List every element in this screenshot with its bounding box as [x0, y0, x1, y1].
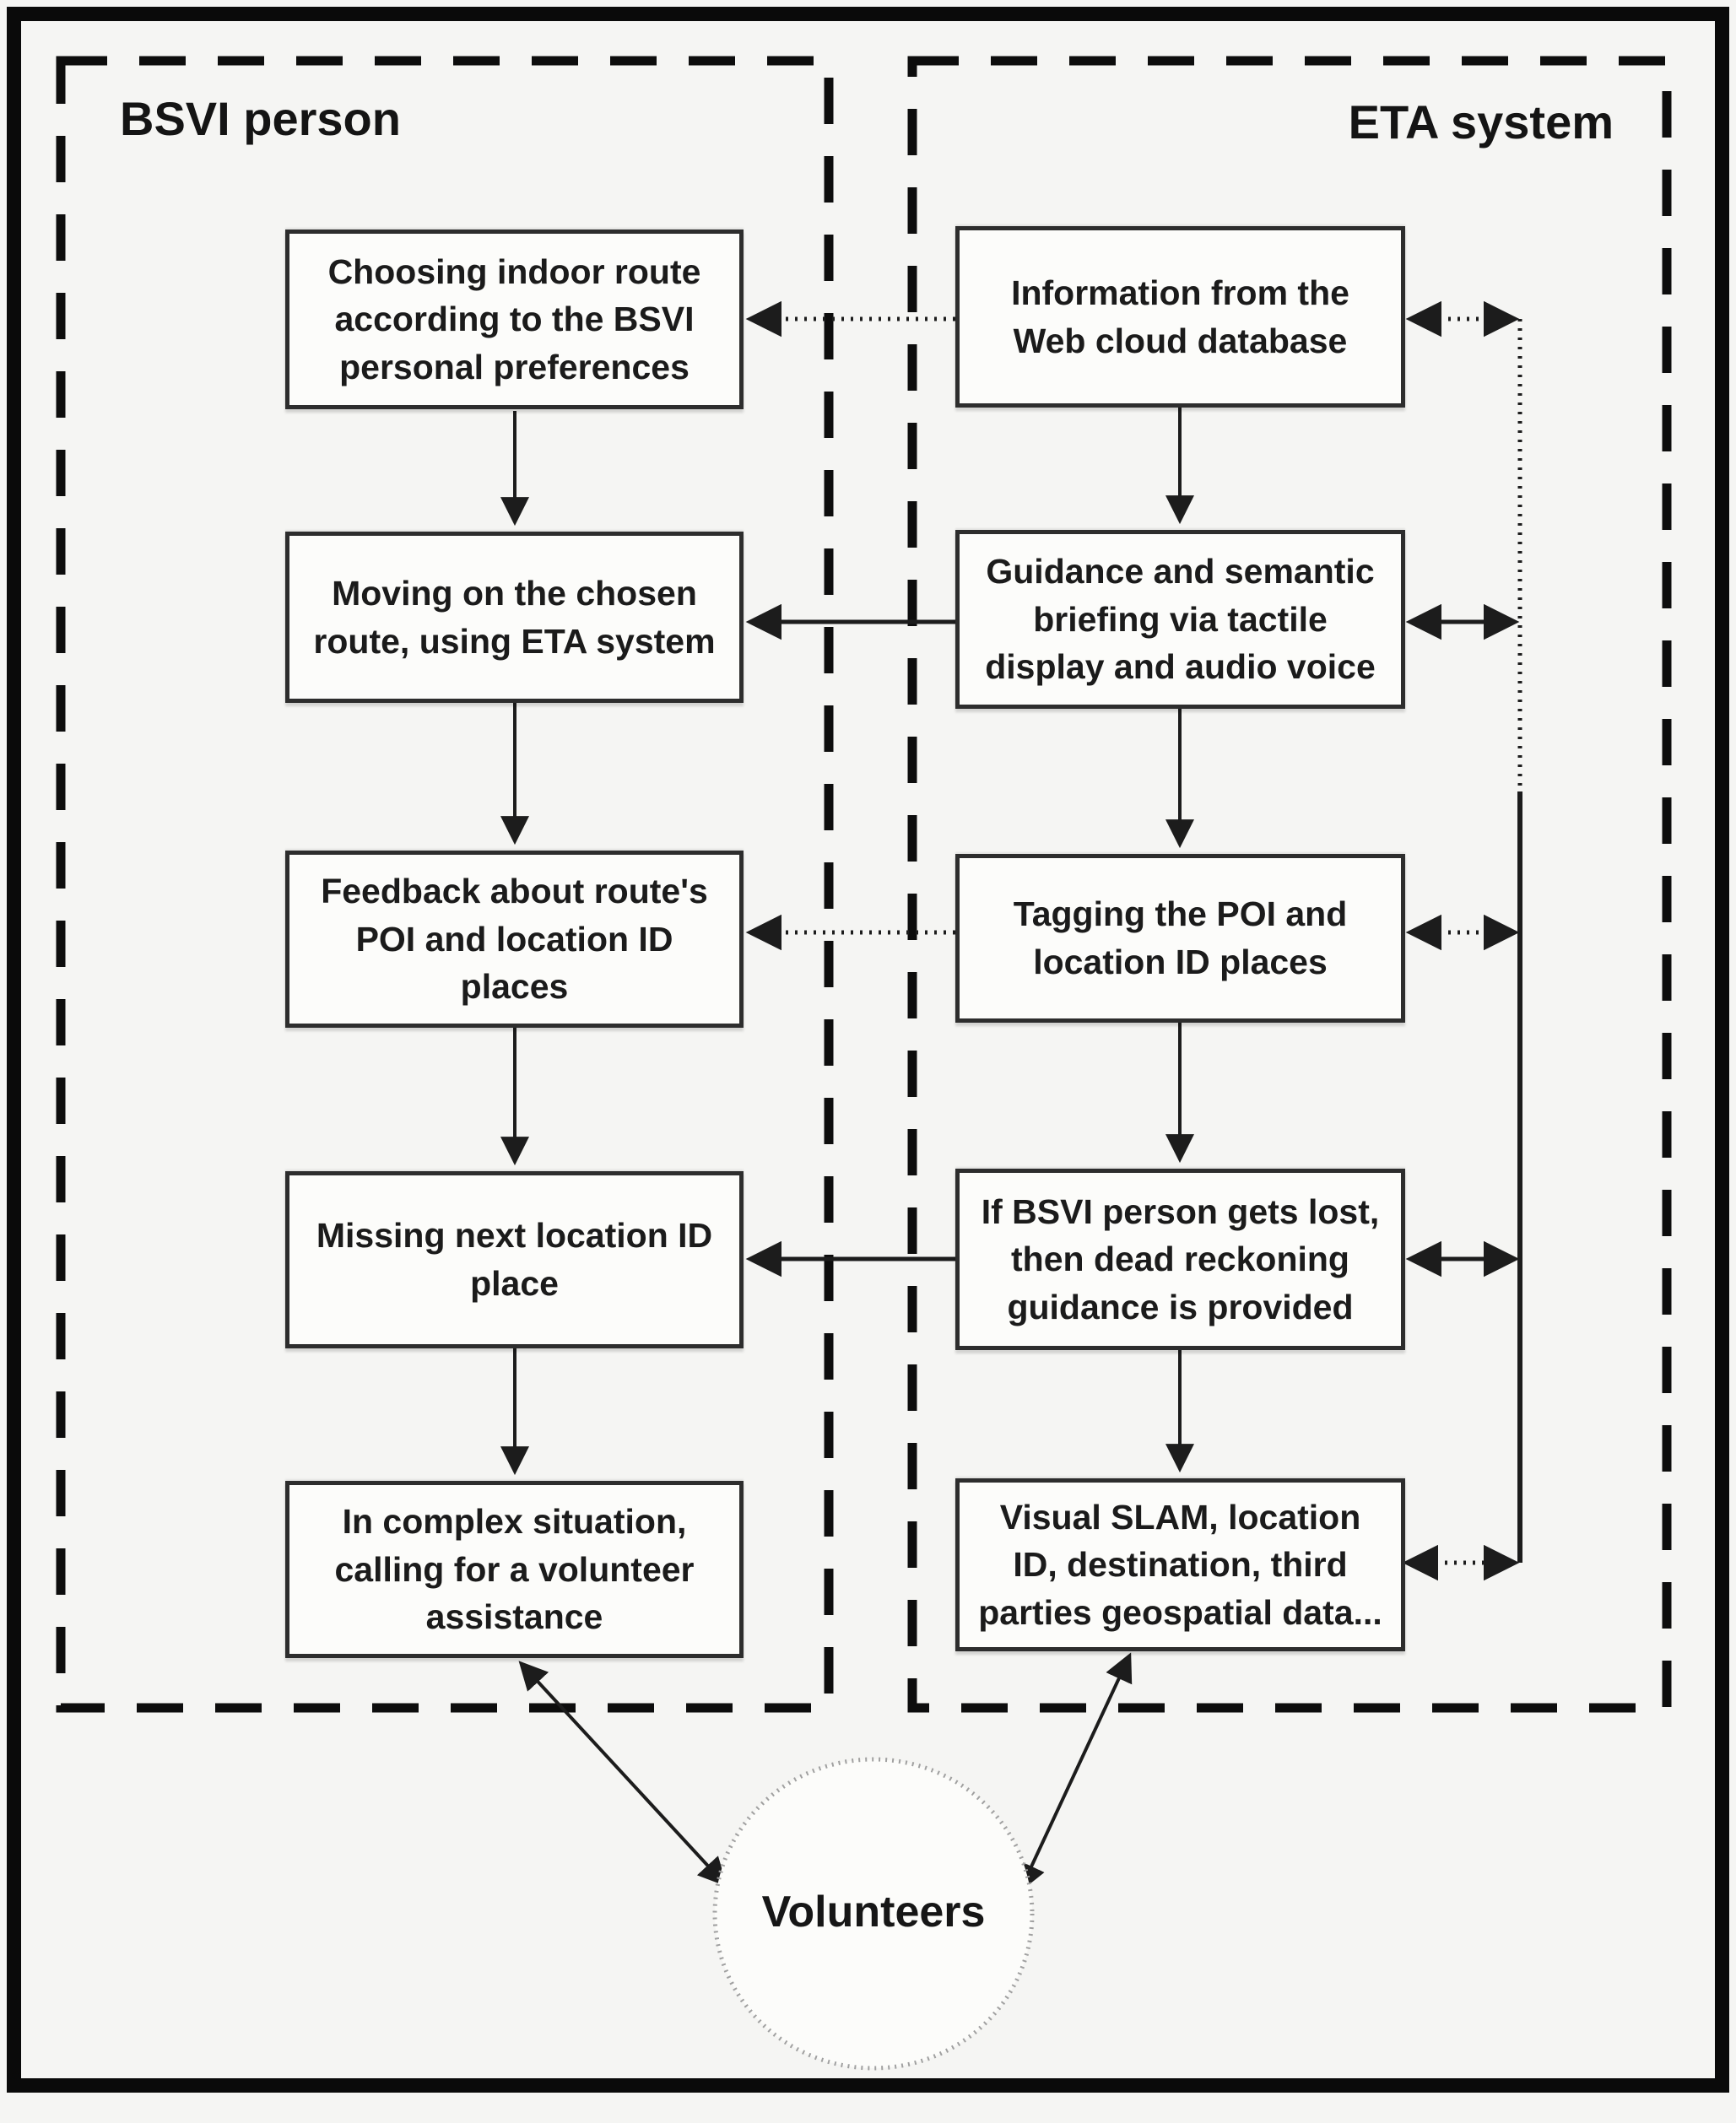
eta-box-web-cloud-info: Information from the Web cloud database — [955, 226, 1405, 408]
bsvi-box-missing-location: Missing next location ID place — [285, 1171, 744, 1348]
bsvi-panel — [56, 56, 834, 1713]
eta-panel-title: ETA system — [1348, 95, 1614, 149]
eta-box-tagging-poi: Tagging the POI and location ID places — [955, 854, 1405, 1023]
eta-box-dead-reckoning: If BSVI person gets lost, then dead reck… — [955, 1169, 1405, 1350]
eta-box-guidance-briefing: Guidance and semantic briefing via tacti… — [955, 530, 1405, 709]
bsvi-box-calling-volunteer: In complex situation, calling for a volu… — [285, 1481, 744, 1658]
bsvi-box-choosing-route: Choosing indoor route according to the B… — [285, 230, 744, 409]
arrow-bsvi5-volunteers — [518, 1661, 727, 1887]
bsvi-panel-title: BSVI person — [120, 92, 401, 145]
eta-panel — [907, 56, 1672, 1713]
bsvi-box-moving-route: Moving on the chosen route, using ETA sy… — [285, 532, 744, 703]
volunteers-label: Volunteers — [761, 1888, 986, 1937]
arrow-eta5-volunteers — [1018, 1652, 1133, 1893]
eta-box-visual-slam-data: Visual SLAM, location ID, destination, t… — [955, 1478, 1405, 1651]
bsvi-box-feedback-poi: Feedback about route's POI and location … — [285, 851, 744, 1028]
volunteers-ellipse — [712, 1757, 1035, 2071]
